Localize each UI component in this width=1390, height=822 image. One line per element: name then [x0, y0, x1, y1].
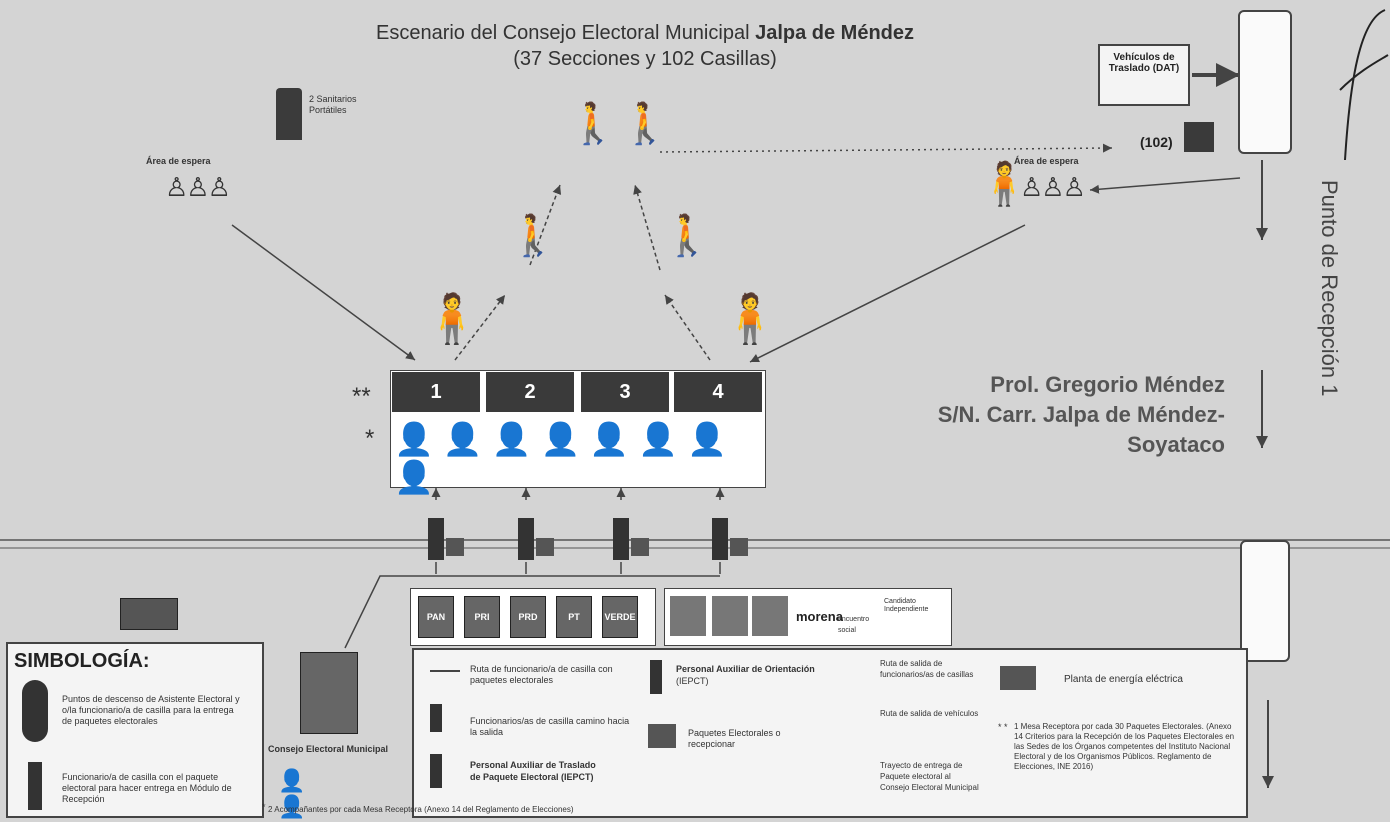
legend-box-left: [6, 642, 264, 818]
generator-icon: [120, 598, 178, 630]
encuentro-label: encuentro social: [838, 616, 870, 634]
vehicles-dat-box: Vehículos de Traslado (DAT): [1098, 44, 1190, 106]
assistant-icon: 🧍: [720, 293, 780, 346]
official-with-package-icon: [28, 762, 42, 810]
legend-title: SIMBOLOGÍA:: [14, 650, 150, 672]
person-walking-icon: 🚶: [620, 102, 670, 146]
legend-traslado-1: Personal Auxiliar de Traslado: [470, 760, 596, 770]
package-icon: [536, 538, 554, 556]
waiting-area-label-left: Área de espera: [146, 156, 211, 166]
waiting-chairs-icon: ♙♙♙: [1020, 172, 1086, 202]
transfer-staff-icon: [430, 754, 442, 788]
legend-ruta-salida-func: Ruta de salida de funcionarios/as de cas…: [880, 659, 974, 679]
legend-trayecto: Trayecto de entrega de Paquete electoral…: [880, 761, 979, 792]
title-prefix: Escenario del Consejo Electoral Municipa…: [375, 22, 756, 44]
orientation-staff-icon: [650, 660, 662, 694]
party-logo: [712, 596, 748, 636]
council-label: Consejo Electoral Municipal: [268, 744, 389, 754]
party-logo: [670, 596, 706, 636]
legend-box-right: [412, 648, 1248, 818]
legend-planta: Planta de energía eléctrica: [1064, 674, 1183, 685]
waiting-area-label-right: Área de espera: [1014, 156, 1079, 166]
helper-icon: [518, 518, 534, 560]
independiente-label: Candidato Independiente: [884, 598, 929, 613]
party-logo-pri: PRI: [464, 596, 500, 638]
route-arrow-icon: [430, 670, 460, 672]
package-icon: [1184, 122, 1214, 152]
side-label: Punto de Recepción 1: [1317, 180, 1342, 397]
bus-icon: [1240, 540, 1290, 662]
double-star-mark: **: [352, 383, 371, 410]
party-logo-prd: PRD: [510, 596, 546, 638]
legend-nota: 1 Mesa Receptora por cada 30 Paquetes El…: [1014, 722, 1235, 771]
walking-official-icon: [430, 704, 442, 732]
package-icon: [446, 538, 464, 556]
helper-icon: [613, 518, 629, 560]
page-subtitle: (37 Secciones y 102 Casillas): [513, 48, 777, 70]
toilet-icon: [276, 88, 302, 140]
companions-pair-icon: 👤👤: [278, 768, 306, 819]
legend-nota-stars: * *: [998, 722, 1008, 732]
assistant-icon: 🧍: [422, 293, 482, 346]
party-logo: [752, 596, 788, 636]
title-bold: Jalpa de Méndez: [755, 22, 915, 44]
helper-icon: [712, 518, 728, 560]
morena-label: morena: [796, 609, 843, 624]
count-label: (102): [1140, 134, 1173, 150]
person-walking-icon: 🚶: [508, 214, 558, 258]
drop-point-icon: [22, 680, 48, 742]
person-walking-icon: 🚶: [568, 102, 618, 146]
route-arrow: [749, 224, 1026, 363]
party-logo-verde: VERDE: [602, 596, 638, 638]
waiting-chairs-icon: ♙♙♙: [165, 172, 231, 202]
party-logo-pan: PAN: [418, 596, 454, 638]
route-arrow: [231, 224, 416, 361]
legend-funcionario: Funcionario/a de casilla con el paquete …: [62, 772, 232, 804]
legend-func-camino: Funcionarios/as de casilla camino hacia …: [470, 716, 630, 737]
table-1: 1: [392, 372, 480, 412]
table-3: 3: [581, 372, 669, 412]
legend-acompanantes: 2 Acompañantes por cada Mesa Receptora (…: [268, 805, 574, 814]
package-icon: [730, 538, 748, 556]
legend-ruta-func: Ruta de funcionario/a de casilla con paq…: [470, 664, 613, 685]
table-4: 4: [674, 372, 762, 412]
generator-icon: [1000, 666, 1036, 690]
legend-orientacion-1: Personal Auxiliar de Orientación: [676, 664, 815, 674]
legend-single-star: *: [262, 802, 266, 812]
legend-traslado-2: de Paquete Electoral (IEPCT): [470, 772, 594, 782]
vehicles-label: Vehículos de Traslado (DAT): [1108, 52, 1180, 74]
legend-asistente: Puntos de descenso de Asistente Electora…: [62, 694, 240, 726]
package-icon: [631, 538, 649, 556]
party-logo-pt: PT: [556, 596, 592, 638]
page-title: Escenario del Consejo Electoral Municipa…: [0, 22, 1290, 45]
person-standing-icon: 🧍: [978, 160, 1031, 207]
package-icon: [648, 724, 676, 748]
companions-icons: 👤👤👤👤👤👤👤👤: [394, 421, 736, 495]
bus-icon: [1238, 10, 1292, 154]
address-line3: Soyataco: [1127, 432, 1225, 457]
legend-paquetes: Paquetes Electorales o recepcionar: [688, 728, 781, 749]
signature-mark: [1339, 9, 1389, 161]
address-line1: Prol. Gregorio Méndez: [990, 372, 1225, 397]
council-building-icon: [300, 652, 358, 734]
legend-ruta-salida-veh: Ruta de salida de vehículos: [880, 709, 979, 718]
person-walking-icon: 🚶: [662, 214, 712, 258]
table-2: 2: [486, 372, 574, 412]
single-star-mark: *: [365, 425, 375, 452]
sanitarios-label: 2 Sanitarios Portátiles: [309, 94, 357, 115]
address-line2: S/N. Carr. Jalpa de Méndez-: [937, 402, 1225, 427]
helper-icon: [428, 518, 444, 560]
legend-orientacion-2: (IEPCT): [676, 676, 709, 686]
